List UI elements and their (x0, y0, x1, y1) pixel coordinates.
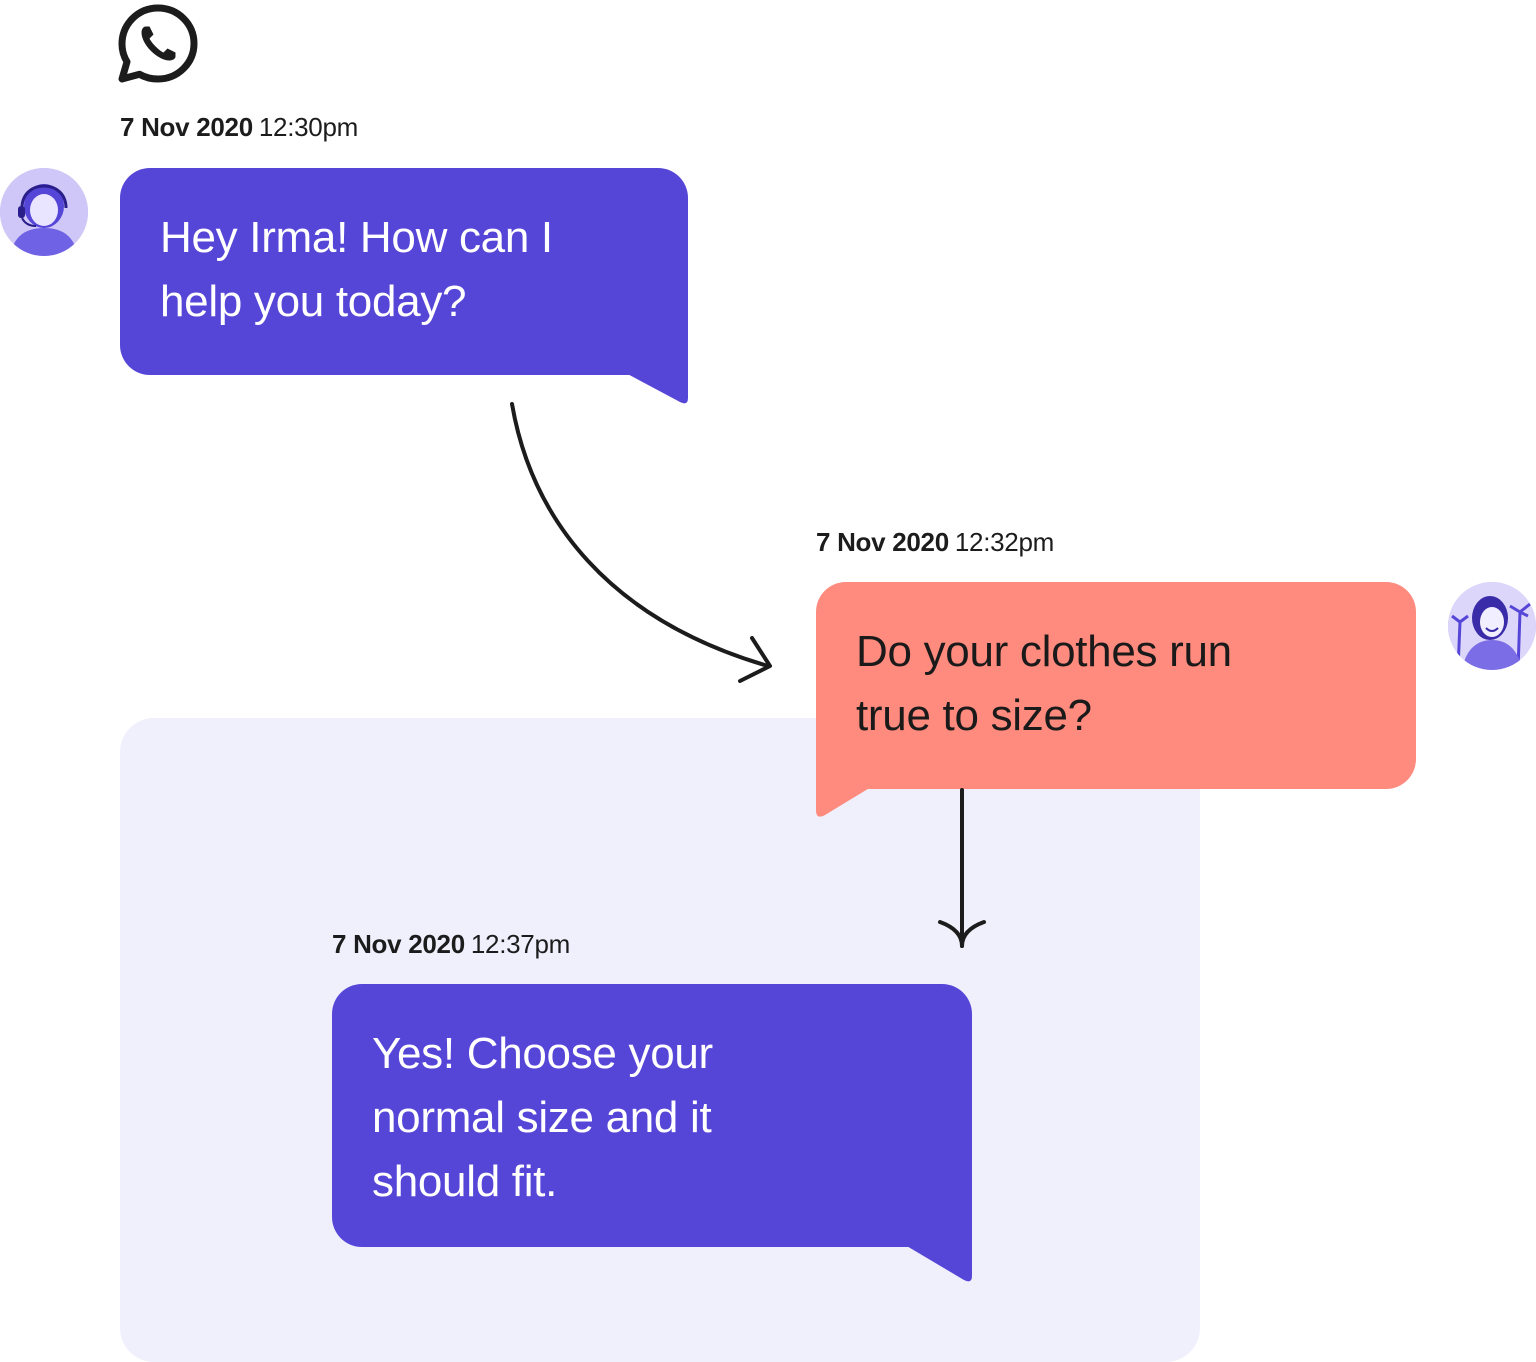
message-line: help you today? (160, 277, 467, 326)
message-line: true to size? (856, 691, 1092, 740)
message-date: 7 Nov 2020 (332, 929, 465, 959)
agent-message-bubble: Yes! Choose your normal size and it shou… (332, 984, 972, 1247)
customer-message-bubble: Do your clothes run true to size? (816, 582, 1416, 789)
message-date: 7 Nov 2020 (120, 112, 253, 142)
message-line: Do your clothes run (856, 627, 1232, 676)
message-time: 12:37pm (470, 929, 570, 959)
whatsapp-icon (118, 4, 198, 84)
message-line: normal size and it (372, 1093, 712, 1142)
bubble-tail (620, 370, 688, 404)
curved-arrow (510, 402, 772, 683)
message-time: 12:30pm (258, 112, 358, 142)
message-line: Hey Irma! How can I (160, 213, 553, 262)
bubble-tail (816, 784, 876, 817)
agent-avatar (0, 168, 88, 256)
message-line: should fit. (372, 1157, 558, 1206)
customer-avatar (1448, 582, 1536, 670)
agent-message-bubble: Hey Irma! How can I help you today? (120, 168, 688, 375)
message-line: Yes! Choose your (372, 1029, 713, 1078)
message-time: 12:32pm (954, 527, 1054, 557)
bubble-tail (900, 1242, 972, 1282)
message-date: 7 Nov 2020 (816, 527, 949, 557)
